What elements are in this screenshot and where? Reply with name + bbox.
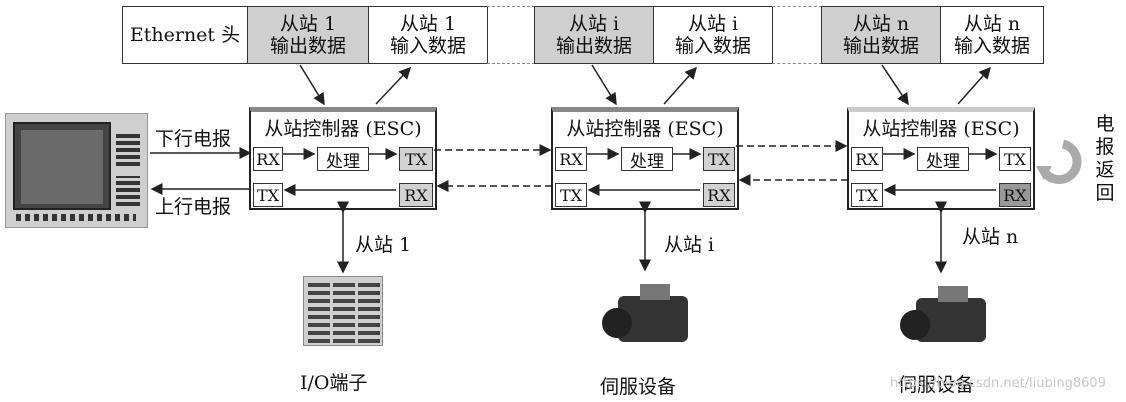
frame-ethernet-header-text: Ethernet 头 [129,24,241,46]
hmi-keypad-bottom [116,176,140,206]
master-hmi-panel-icon [5,113,148,228]
esc-slave-1: 从站控制器 (ESC) RX 处理 TX TX RX [249,107,437,210]
arrow-frame-to-escn [881,64,909,106]
frame-slavei-output-line1: 从站 i [568,13,620,35]
frame-slaven-input-line2: 输入数据 [953,35,1030,57]
io-terminal-icon [303,276,383,346]
esc1-rx-up: RX [399,183,433,207]
frame-slave1-input: 从站 1 输入数据 [368,6,488,64]
esc-slave-n: 从站控制器 (ESC) RX 处理 TX TX RX [847,107,1035,210]
esci-process: 处理 [621,147,673,172]
esc1-tx-down: TX [399,147,433,171]
esc1-tx-up: TX [253,183,283,207]
arrow-esci-to-frame [663,66,697,105]
return-label-char1: 电 [1095,113,1115,135]
frame-slaven-input-line1: 从站 n [963,13,1021,35]
servo-label-2: 伺服设备 [898,374,975,396]
return-label: 电 报 返 回 [1094,113,1116,205]
esci-rx-up: RX [703,183,735,207]
frame-slave1-output-line1: 从站 1 [279,13,337,35]
escn-tx-up: TX [851,183,883,207]
esc-slave-i-title: 从站控制器 (ESC) [566,118,724,140]
servo-label-1: 伺服设备 [600,376,677,398]
hmi-screen [13,122,111,210]
frame-gap-2 [772,6,822,64]
watermark: https://blog.csdn.net/liubing8609 [890,376,1106,391]
frame-slavei-output: 从站 i 输出数据 [534,6,654,64]
frame-slaven-input: 从站 n 输入数据 [940,6,1044,64]
return-label-char2: 报 [1095,136,1115,158]
arrow-esc1-to-frame [375,66,412,105]
esci-rx-down: RX [555,147,587,171]
arrow-frame-to-esc1 [299,64,325,106]
escn-tx-down: TX [999,147,1031,171]
escn-process: 处理 [917,147,969,172]
arrow-escn-to-frame [957,66,991,105]
esc1-process: 处理 [317,147,369,172]
escn-rx-down: RX [851,147,883,171]
servo-motor-icon-1 [600,282,692,352]
return-label-char3: 返 [1095,159,1115,181]
frame-slave1-output: 从站 1 输出数据 [247,6,369,64]
frame-slaven-output: 从站 n 输出数据 [821,6,941,64]
frame-slave1-input-line1: 从站 1 [399,13,457,35]
frame-slavei-input: 从站 i 输入数据 [653,6,773,64]
slavei-label: 从站 i [664,234,715,256]
esci-tx-up: TX [555,183,587,207]
return-loop-icon [1036,139,1082,185]
frame-slaven-output-line1: 从站 n [852,13,910,35]
frame-gap-1 [487,6,535,64]
slave1-label: 从站 1 [355,234,412,256]
esc1-rx-down: RX [253,147,283,171]
io-label: I/O端子 [300,372,368,394]
frame-slavei-output-line2: 输出数据 [555,35,632,57]
frame-slave1-input-line2: 输入数据 [389,35,466,57]
frame-slavei-input-line2: 输入数据 [674,35,751,57]
esc-slave-n-title: 从站控制器 (ESC) [862,118,1020,140]
return-label-char4: 回 [1095,182,1115,204]
frame-slave1-output-line2: 输出数据 [269,35,346,57]
esci-tx-down: TX [703,147,735,171]
uplink-label: 上行电报 [155,196,232,218]
frame-slavei-input-line1: 从站 i [687,13,739,35]
slaven-label: 从站 n [962,226,1019,248]
servo-motor-icon-2 [898,284,990,352]
esc-slave-1-title: 从站控制器 (ESC) [264,118,422,140]
escn-rx-up: RX [999,183,1031,207]
frame-slaven-output-line2: 输出数据 [842,35,919,57]
arrow-frame-to-esci [591,64,617,106]
hmi-keypad-top [116,132,140,166]
downlink-label: 下行电报 [155,128,232,150]
esc-slave-i: 从站控制器 (ESC) RX 处理 TX TX RX [551,107,739,210]
hmi-keys-row [16,214,136,221]
